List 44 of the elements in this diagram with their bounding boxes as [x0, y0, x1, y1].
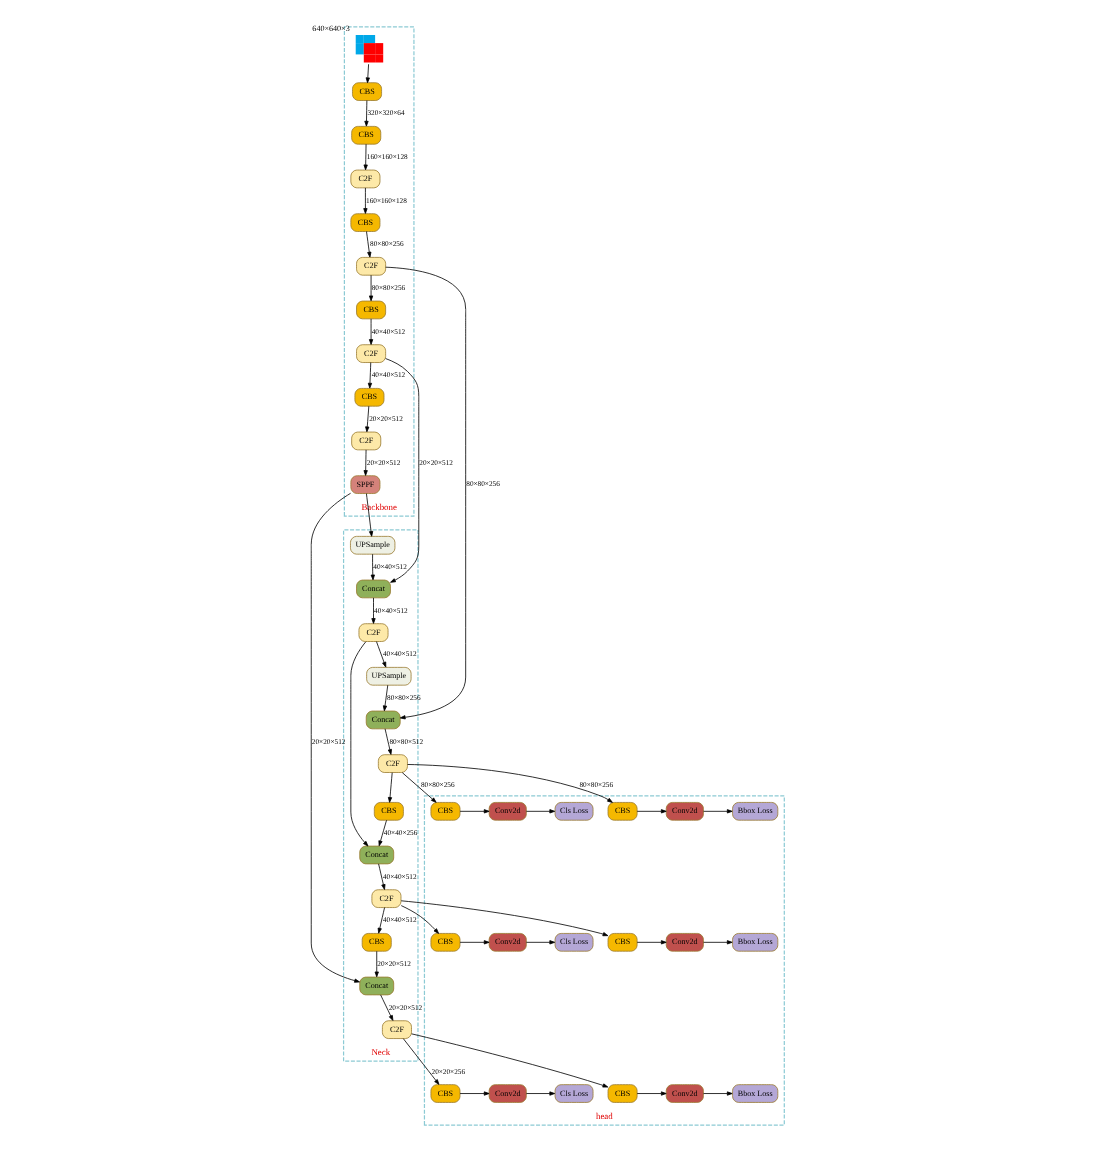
arrow	[524, 1091, 555, 1096]
arrow	[367, 274, 373, 302]
arrow	[363, 100, 368, 127]
arrow	[458, 809, 489, 814]
arrow	[373, 950, 378, 978]
arrow	[635, 940, 666, 945]
arrow	[364, 63, 369, 84]
arrow	[702, 809, 732, 814]
arrow	[349, 641, 368, 847]
arrow	[369, 553, 374, 581]
arrow	[377, 863, 385, 890]
arrow	[399, 900, 608, 937]
arrow	[458, 1091, 489, 1096]
arrow	[366, 362, 372, 389]
arrow	[384, 266, 466, 720]
arrow	[362, 143, 367, 171]
arrow	[524, 940, 555, 945]
arrow	[410, 1033, 608, 1088]
arrow	[386, 772, 392, 803]
arrow	[384, 358, 419, 583]
arrow	[406, 764, 612, 803]
arrow	[635, 1091, 666, 1096]
arrow	[362, 449, 367, 476]
arrow	[362, 187, 367, 214]
arrow	[458, 940, 489, 945]
arrow	[376, 907, 384, 934]
arrow	[364, 405, 369, 433]
arrow	[702, 1091, 732, 1096]
arrow	[381, 684, 388, 712]
arrow	[309, 492, 359, 983]
arrow	[401, 1038, 439, 1085]
arrow	[375, 641, 386, 668]
arrow	[365, 493, 373, 537]
arrow	[399, 905, 438, 934]
arrow	[377, 819, 386, 847]
arrow	[702, 940, 732, 945]
arrow	[400, 772, 436, 803]
arrow	[365, 231, 371, 258]
arrow	[370, 597, 375, 624]
arrow	[379, 994, 393, 1021]
arrow	[524, 809, 555, 814]
arrow	[635, 809, 666, 814]
arrow	[383, 728, 391, 755]
arrow	[367, 318, 373, 345]
